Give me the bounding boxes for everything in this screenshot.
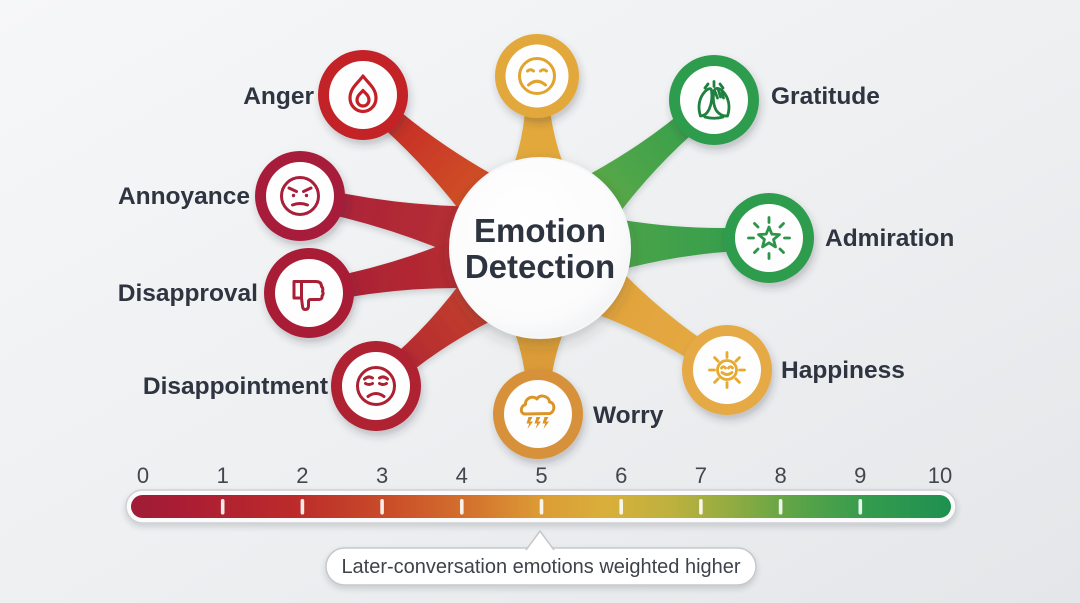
hub-circle <box>449 157 631 339</box>
node-disapproval: Disapproval <box>118 248 354 338</box>
node-inner <box>275 259 343 327</box>
angry-face-icon <box>280 176 320 216</box>
node-inner <box>693 336 761 404</box>
star-icon <box>747 216 791 260</box>
sad-face-icon <box>356 366 396 406</box>
hub-title-line1: Emotion <box>474 212 606 249</box>
frown-face-icon <box>518 57 556 95</box>
node-disappointment: Disappointment <box>143 341 421 431</box>
hub: Emotion Detection <box>449 157 631 339</box>
node-label-disappointment: Disappointment <box>143 373 328 400</box>
node-inner <box>505 44 569 108</box>
scale-tick <box>380 499 384 515</box>
node-inner <box>329 61 397 129</box>
node-anger: Anger <box>243 50 408 140</box>
scale-tick <box>220 499 225 515</box>
scale-label: 6 <box>615 463 627 488</box>
node-label-happiness: Happiness <box>781 357 905 384</box>
node-inner <box>266 162 334 230</box>
scale-tick <box>539 499 544 515</box>
node-label-disapproval: Disapproval <box>118 280 258 307</box>
scale-tick <box>699 499 703 515</box>
scale-label: 10 <box>928 463 952 488</box>
scale-label: 0 <box>137 463 149 488</box>
scale-label: 2 <box>296 463 308 488</box>
emotion-scale: 0 1 2 3 4 5 6 7 8 9 10 <box>125 463 957 524</box>
flame-icon <box>348 74 378 114</box>
scale-tick <box>300 499 305 515</box>
scale-label: 1 <box>217 463 229 488</box>
scale-tick <box>858 499 863 515</box>
node-label-anger: Anger <box>243 83 314 110</box>
thumbs-down-icon <box>292 280 325 311</box>
scale-label: 8 <box>774 463 786 488</box>
callout: Later-conversation emotions weighted hig… <box>325 530 757 586</box>
node-admiration: Admiration <box>724 193 954 283</box>
node-happiness: Happiness <box>682 325 905 415</box>
scale-label: 3 <box>376 463 388 488</box>
node-gratitude: Gratitude <box>669 55 880 145</box>
node-label-admiration: Admiration <box>825 225 954 252</box>
scale-label: 7 <box>695 463 707 488</box>
scale-tick <box>460 499 464 515</box>
node-label-annoyance: Annoyance <box>118 183 250 210</box>
scale-label: 9 <box>854 463 866 488</box>
node-inner <box>342 352 410 420</box>
node-inner <box>735 204 803 272</box>
node-frown <box>495 34 579 118</box>
node-label-gratitude: Gratitude <box>771 83 880 110</box>
scale-tick <box>619 499 623 515</box>
clapping-hands-icon <box>697 80 731 120</box>
callout-arrow <box>525 530 555 551</box>
storm-cloud-icon <box>519 394 556 429</box>
scale-label: 5 <box>535 463 547 488</box>
smiling-sun-icon <box>708 351 746 389</box>
node-annoyance: Annoyance <box>118 151 345 241</box>
node-worry: Worry <box>493 369 664 459</box>
node-label-worry: Worry <box>593 402 664 429</box>
hub-title-line2: Detection <box>465 248 615 285</box>
scale-ticks <box>220 499 863 515</box>
callout-label: Later-conversation emotions weighted hig… <box>341 556 740 578</box>
scale-label: 4 <box>456 463 468 488</box>
scale-tick <box>778 499 783 515</box>
